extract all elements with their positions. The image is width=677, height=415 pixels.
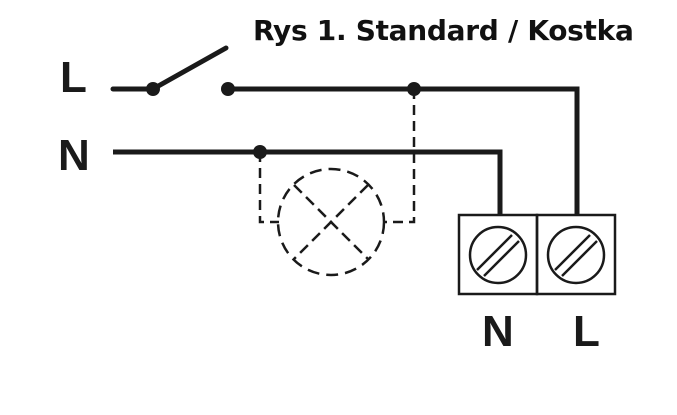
lamp-lead-live: [383, 89, 416, 224]
terminal-live-slot-a: [554, 234, 591, 271]
terminal-neutral-slot-a: [476, 234, 513, 271]
terminal-live-box: [535, 213, 617, 296]
terminal-live-slot-b: [561, 240, 598, 277]
terminal-live-screw: [546, 225, 606, 285]
lamp-lead-neutral: [258, 152, 279, 224]
terminal-neutral-slot-b: [483, 240, 520, 277]
terminal-live-label: L: [573, 307, 600, 356]
live-junction-dot: [407, 82, 421, 96]
live-wire-output: [228, 86, 580, 214]
terminal-neutral-label: N: [482, 307, 514, 356]
switch-arm: [150, 45, 229, 92]
neutral-junction-dot: [253, 145, 267, 159]
switch-pivot-dot: [146, 82, 160, 96]
terminal-neutral-screw: [468, 225, 528, 285]
diagram-title: Rys 1. Standard / Kostka: [253, 14, 634, 47]
neutral-wire: [113, 149, 503, 214]
neutral-line-label: N: [58, 131, 90, 180]
live-line-label: L: [60, 53, 87, 102]
lamp-cross-b: [293, 184, 369, 260]
lamp-circle: [276, 167, 386, 277]
switch-contact-dot: [221, 82, 235, 96]
